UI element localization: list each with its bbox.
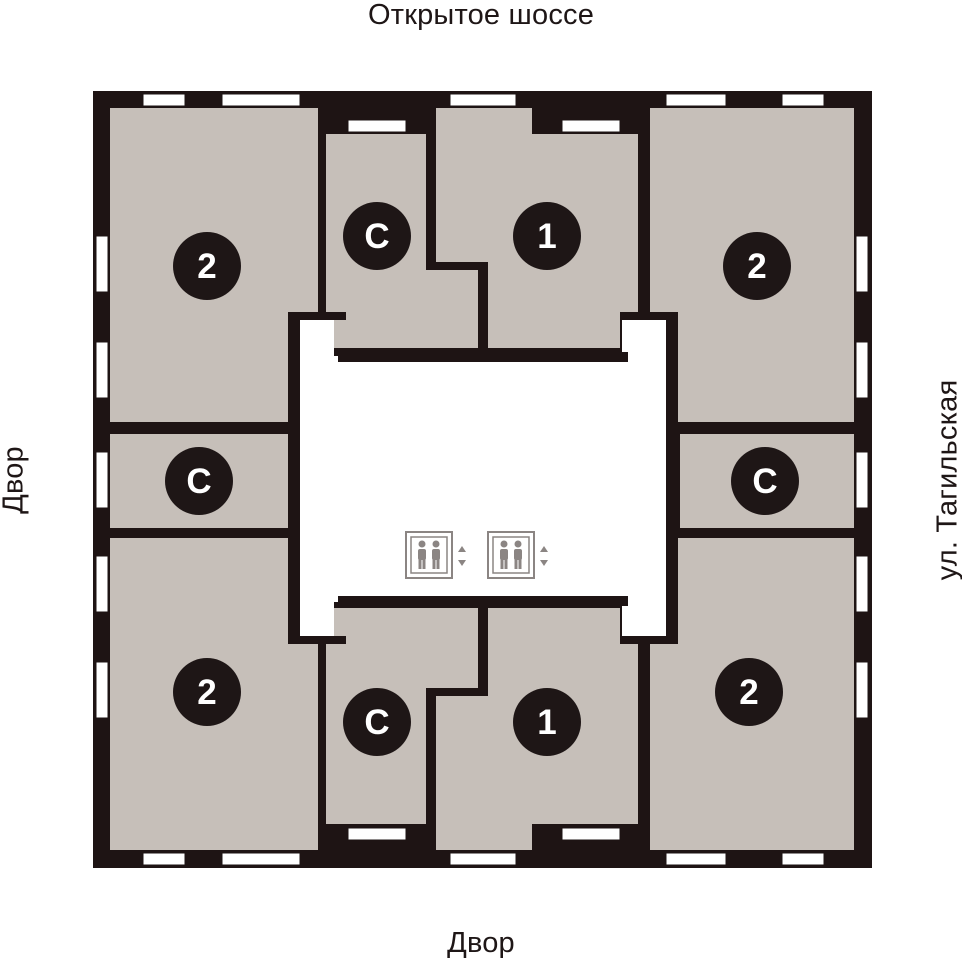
apartment-badge[interactable]: 2	[173, 658, 241, 726]
window	[665, 93, 727, 107]
elevator-icon	[405, 531, 466, 579]
window	[95, 235, 109, 293]
svg-text:2: 2	[739, 673, 758, 712]
apartment-badge[interactable]: С	[343, 202, 411, 270]
window	[855, 451, 869, 509]
apartment-badge[interactable]: С	[165, 447, 233, 515]
window	[347, 119, 407, 133]
wall	[532, 108, 562, 134]
wall	[478, 604, 488, 696]
window	[781, 93, 825, 107]
window	[781, 852, 825, 866]
apartment-area-bottom-studio-ext[interactable]	[426, 608, 478, 688]
wall	[426, 262, 488, 270]
window	[561, 827, 621, 841]
wall	[318, 824, 348, 842]
svg-text:С: С	[186, 462, 211, 501]
window	[449, 93, 517, 107]
svg-text:2: 2	[197, 673, 216, 712]
wall	[676, 422, 856, 432]
window	[347, 827, 407, 841]
svg-text:С: С	[364, 217, 389, 256]
apartment-badge[interactable]: 1	[513, 688, 581, 756]
elevator-icon	[487, 531, 548, 579]
wall	[478, 262, 488, 354]
apartment-badge[interactable]: 1	[513, 202, 581, 270]
wall	[676, 528, 856, 538]
window	[95, 341, 109, 399]
window	[95, 555, 109, 613]
wall	[426, 688, 488, 696]
window	[142, 93, 186, 107]
window	[665, 852, 727, 866]
window	[855, 235, 869, 293]
window	[561, 119, 621, 133]
wall	[318, 640, 326, 852]
central-hallway	[300, 318, 666, 640]
wall	[620, 824, 650, 842]
wall	[406, 118, 436, 134]
window	[855, 555, 869, 613]
wall	[318, 118, 348, 134]
wall	[318, 108, 326, 320]
svg-text:1: 1	[537, 217, 556, 256]
wall	[288, 636, 346, 644]
wall	[638, 108, 650, 320]
wall	[288, 312, 346, 320]
street-label-top: Открытое шоссе	[367, 0, 595, 31]
svg-text:2: 2	[747, 247, 766, 286]
apartment-badge[interactable]: С	[343, 688, 411, 756]
apartment-badge[interactable]: 2	[715, 658, 783, 726]
wall	[666, 316, 678, 644]
window	[95, 661, 109, 719]
apartment-badge[interactable]: 2	[723, 232, 791, 300]
window	[221, 852, 301, 866]
svg-text:С: С	[752, 462, 777, 501]
wall	[426, 688, 436, 852]
window	[855, 661, 869, 719]
wall	[338, 596, 628, 606]
wall	[638, 640, 650, 852]
window	[95, 451, 109, 509]
wall	[426, 108, 436, 270]
window	[449, 852, 517, 866]
wall	[620, 118, 650, 134]
wall	[338, 352, 628, 362]
wall	[406, 824, 436, 842]
wall	[288, 316, 300, 644]
svg-text:1: 1	[537, 703, 556, 742]
window	[855, 341, 869, 399]
apartment-badge[interactable]: 2	[173, 232, 241, 300]
svg-text:2: 2	[197, 247, 216, 286]
apartment-badge[interactable]: С	[731, 447, 799, 515]
window	[142, 852, 186, 866]
window	[221, 93, 301, 107]
street-label-bottom: Двор	[447, 927, 515, 959]
wall	[532, 824, 562, 850]
wall	[110, 422, 290, 432]
wall	[110, 528, 290, 538]
svg-text:С: С	[364, 703, 389, 742]
apartment-area-top-studio-ext[interactable]	[426, 270, 478, 348]
